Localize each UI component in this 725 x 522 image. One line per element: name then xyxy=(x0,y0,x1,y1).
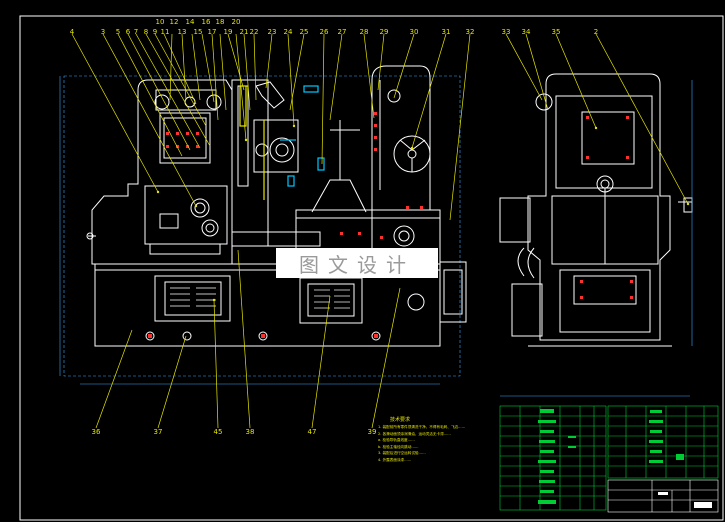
balloon-label: 34 xyxy=(522,28,531,36)
balloon-label: 6 xyxy=(126,28,131,36)
balloon-label: 27 xyxy=(338,28,347,36)
side-view-red-details xyxy=(580,116,633,299)
parts-list-table xyxy=(499,405,719,511)
balloon-label: 2 xyxy=(594,28,598,36)
balloon-label: 25 xyxy=(300,28,309,36)
balloon-label: 11 xyxy=(161,28,170,36)
balloon-label: 37 xyxy=(154,428,163,436)
technical-notes-title: 技术要求 xyxy=(390,417,411,423)
balloon-label: 4 xyxy=(70,28,75,36)
balloons-bottom: 36 37 45 38 47 39 xyxy=(92,428,377,436)
balloon-label: 14 xyxy=(186,18,195,26)
front-view-yellow-details xyxy=(239,85,265,200)
balloon-label: 33 xyxy=(502,28,511,36)
balloon-label: 30 xyxy=(410,28,419,36)
balloon-label: 9 xyxy=(153,28,157,36)
balloon-label: 7 xyxy=(134,28,138,36)
balloon-label: 38 xyxy=(246,428,255,436)
note-line: 2. 各滑动面须涂润滑油，运动灵活无卡滞…… xyxy=(378,431,451,436)
side-view xyxy=(499,73,693,347)
balloon-label: 16 xyxy=(202,18,211,26)
note-line: b. 检验主轴径向跳动…… xyxy=(378,444,419,449)
balloon-label: 20 xyxy=(232,18,241,26)
balloon-label: 39 xyxy=(368,428,377,436)
side-view-dimensions xyxy=(500,80,693,397)
balloon-label: 18 xyxy=(216,18,225,26)
parts-list-fill xyxy=(538,409,684,504)
balloon-label: 15 xyxy=(194,28,203,36)
balloon-label: 10 xyxy=(156,18,165,26)
sheet-border xyxy=(19,15,724,521)
balloon-label: 32 xyxy=(466,28,475,36)
balloon-label: 26 xyxy=(320,28,329,36)
leader-lines xyxy=(71,33,689,429)
balloon-label: 21 xyxy=(240,28,249,36)
balloon-label: 17 xyxy=(208,28,217,36)
balloon-label: 23 xyxy=(268,28,277,36)
balloon-label: 28 xyxy=(360,28,369,36)
balloon-label: 8 xyxy=(144,28,148,36)
balloon-label: 31 xyxy=(442,28,451,36)
watermark-banner: 图文设计 xyxy=(276,248,438,278)
front-view-red-details xyxy=(148,112,423,338)
balloon-label: 29 xyxy=(380,28,389,36)
balloon-label: 45 xyxy=(214,428,223,436)
note-line: a. 检验导轨直线度…… xyxy=(378,438,415,443)
note-line: 4. 外露表面涂漆…… xyxy=(378,457,412,462)
balloon-label: 22 xyxy=(250,28,259,36)
note-line: 1. 装配前所有零件须清洗干净，不得有毛刺、飞边…… xyxy=(378,425,466,429)
balloon-label: 24 xyxy=(284,28,293,36)
leader-dots xyxy=(156,124,690,302)
title-block xyxy=(607,479,719,513)
front-view xyxy=(59,65,467,385)
balloon-label: 5 xyxy=(116,28,120,36)
balloon-label: 19 xyxy=(224,28,233,36)
balloon-label: 36 xyxy=(92,428,101,436)
balloon-label: 47 xyxy=(308,428,317,436)
balloon-label: 3 xyxy=(101,28,105,36)
balloons-top: 4 3 5 6 7 8 9 10 11 12 13 14 15 16 17 18… xyxy=(70,18,598,36)
balloon-label: 12 xyxy=(170,18,179,26)
technical-notes: 1. 装配前所有零件须清洗干净，不得有毛刺、飞边…… 2. 各滑动面须涂润滑油，… xyxy=(378,424,498,464)
balloon-label: 35 xyxy=(552,28,561,36)
front-view-cyan-details xyxy=(280,85,325,187)
balloon-label: 13 xyxy=(178,28,187,36)
note-line: 3. 装配后进行空运转试验…… xyxy=(378,451,426,456)
